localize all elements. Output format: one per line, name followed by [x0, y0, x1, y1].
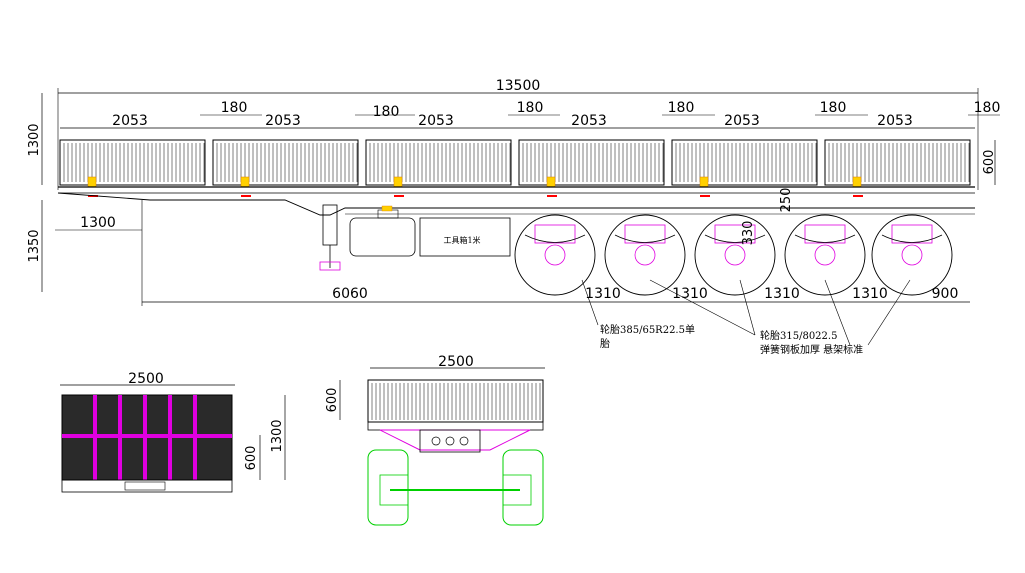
gap-label-3: 180	[517, 100, 544, 116]
suspension-icon	[804, 224, 846, 244]
latch-icon	[393, 176, 403, 188]
rear-panel-height-label: 600	[244, 446, 259, 471]
wheel-icon	[871, 214, 953, 296]
panel-length-1: 2053	[112, 113, 148, 129]
rear-overhang-label: 900	[932, 286, 959, 302]
side-panel	[824, 139, 971, 186]
front-view: 2500 600	[325, 354, 545, 526]
panel-length-6: 2053	[877, 113, 913, 129]
wheel-icon	[694, 214, 776, 296]
gap-label-5: 180	[820, 100, 847, 116]
gap-label-6: 180	[974, 100, 1001, 116]
axle-lift-label-1: 250	[779, 188, 794, 213]
tire-note-1-line2: 胎	[600, 337, 610, 350]
panel-length-4: 2053	[571, 113, 607, 129]
overall-length-label: 13500	[496, 78, 541, 94]
side-panel	[59, 139, 206, 186]
leaf-spring-icon	[704, 234, 766, 243]
side-panel	[212, 139, 359, 186]
latch-icon	[546, 176, 556, 188]
axle-spacing-label-3: 1310	[764, 286, 800, 302]
side-axles	[514, 214, 953, 296]
gap-label-4: 180	[668, 100, 695, 116]
axle-spacing-label-2: 1310	[672, 286, 708, 302]
front-width-label: 2500	[438, 354, 474, 370]
suspension-icon	[714, 224, 756, 244]
tire-note-2-line2: 弹簧钢板加厚 悬架标准	[760, 343, 863, 356]
latch-icon	[699, 176, 709, 188]
rear-total-height-label: 1300	[270, 419, 285, 452]
tire-note-2-line1: 轮胎315/8022.5	[760, 329, 837, 342]
rear-panel-grid	[62, 395, 232, 480]
rear-view: 2500 600 1300	[60, 371, 286, 493]
side-panels	[59, 139, 971, 197]
suspension-icon	[624, 224, 666, 244]
front-slats	[371, 383, 541, 420]
axle-lift-label-2: 330	[741, 221, 756, 246]
toolbox-label: 工具箱1米	[443, 235, 480, 245]
latch-icon	[87, 176, 97, 188]
panel-length-2: 2053	[265, 113, 301, 129]
gap-label-2: 180	[373, 104, 400, 120]
axle-front-dist-label: 6060	[332, 286, 368, 302]
hub-icon	[901, 244, 923, 266]
wheel-icon	[514, 214, 596, 296]
hub-icon	[814, 244, 836, 266]
wheel-icon	[784, 214, 866, 296]
suspension-icon	[891, 224, 933, 244]
hub-icon	[634, 244, 656, 266]
suspension-icon	[534, 224, 576, 244]
front-panel-height-label: 600	[325, 388, 340, 413]
leaf-spring-icon	[794, 234, 856, 243]
latch-icon	[852, 176, 862, 188]
panel-length-3: 2053	[418, 113, 454, 129]
rear-beam	[62, 434, 232, 438]
leaf-spring-icon	[881, 234, 943, 243]
gap-label-1: 180	[221, 100, 248, 116]
kingpin-offset-label: 1300	[80, 215, 116, 231]
wheel-icon	[604, 214, 686, 296]
hub-icon	[724, 244, 746, 266]
leaf-spring-icon	[614, 234, 676, 243]
panel-length-5: 2053	[724, 113, 760, 129]
hub-icon	[544, 244, 566, 266]
axle-spacing-label-4: 1310	[852, 286, 888, 302]
height-total-label: 1300	[27, 123, 42, 156]
panel-height-label: 600	[982, 150, 997, 175]
side-panel	[365, 139, 512, 186]
side-view: 13500 2053 2053 2053 2053 2053 2053 180 …	[27, 78, 1000, 356]
tire-note-1-line1: 轮胎385/65R22.5单	[600, 323, 695, 336]
side-panel	[671, 139, 818, 186]
axle-spacing-label-1: 1310	[585, 286, 621, 302]
leaf-spring-icon	[524, 234, 586, 243]
side-panel	[518, 139, 665, 186]
latch-icon	[240, 176, 250, 188]
rear-width-label: 2500	[128, 371, 164, 387]
deck-height-label: 1350	[27, 229, 42, 262]
